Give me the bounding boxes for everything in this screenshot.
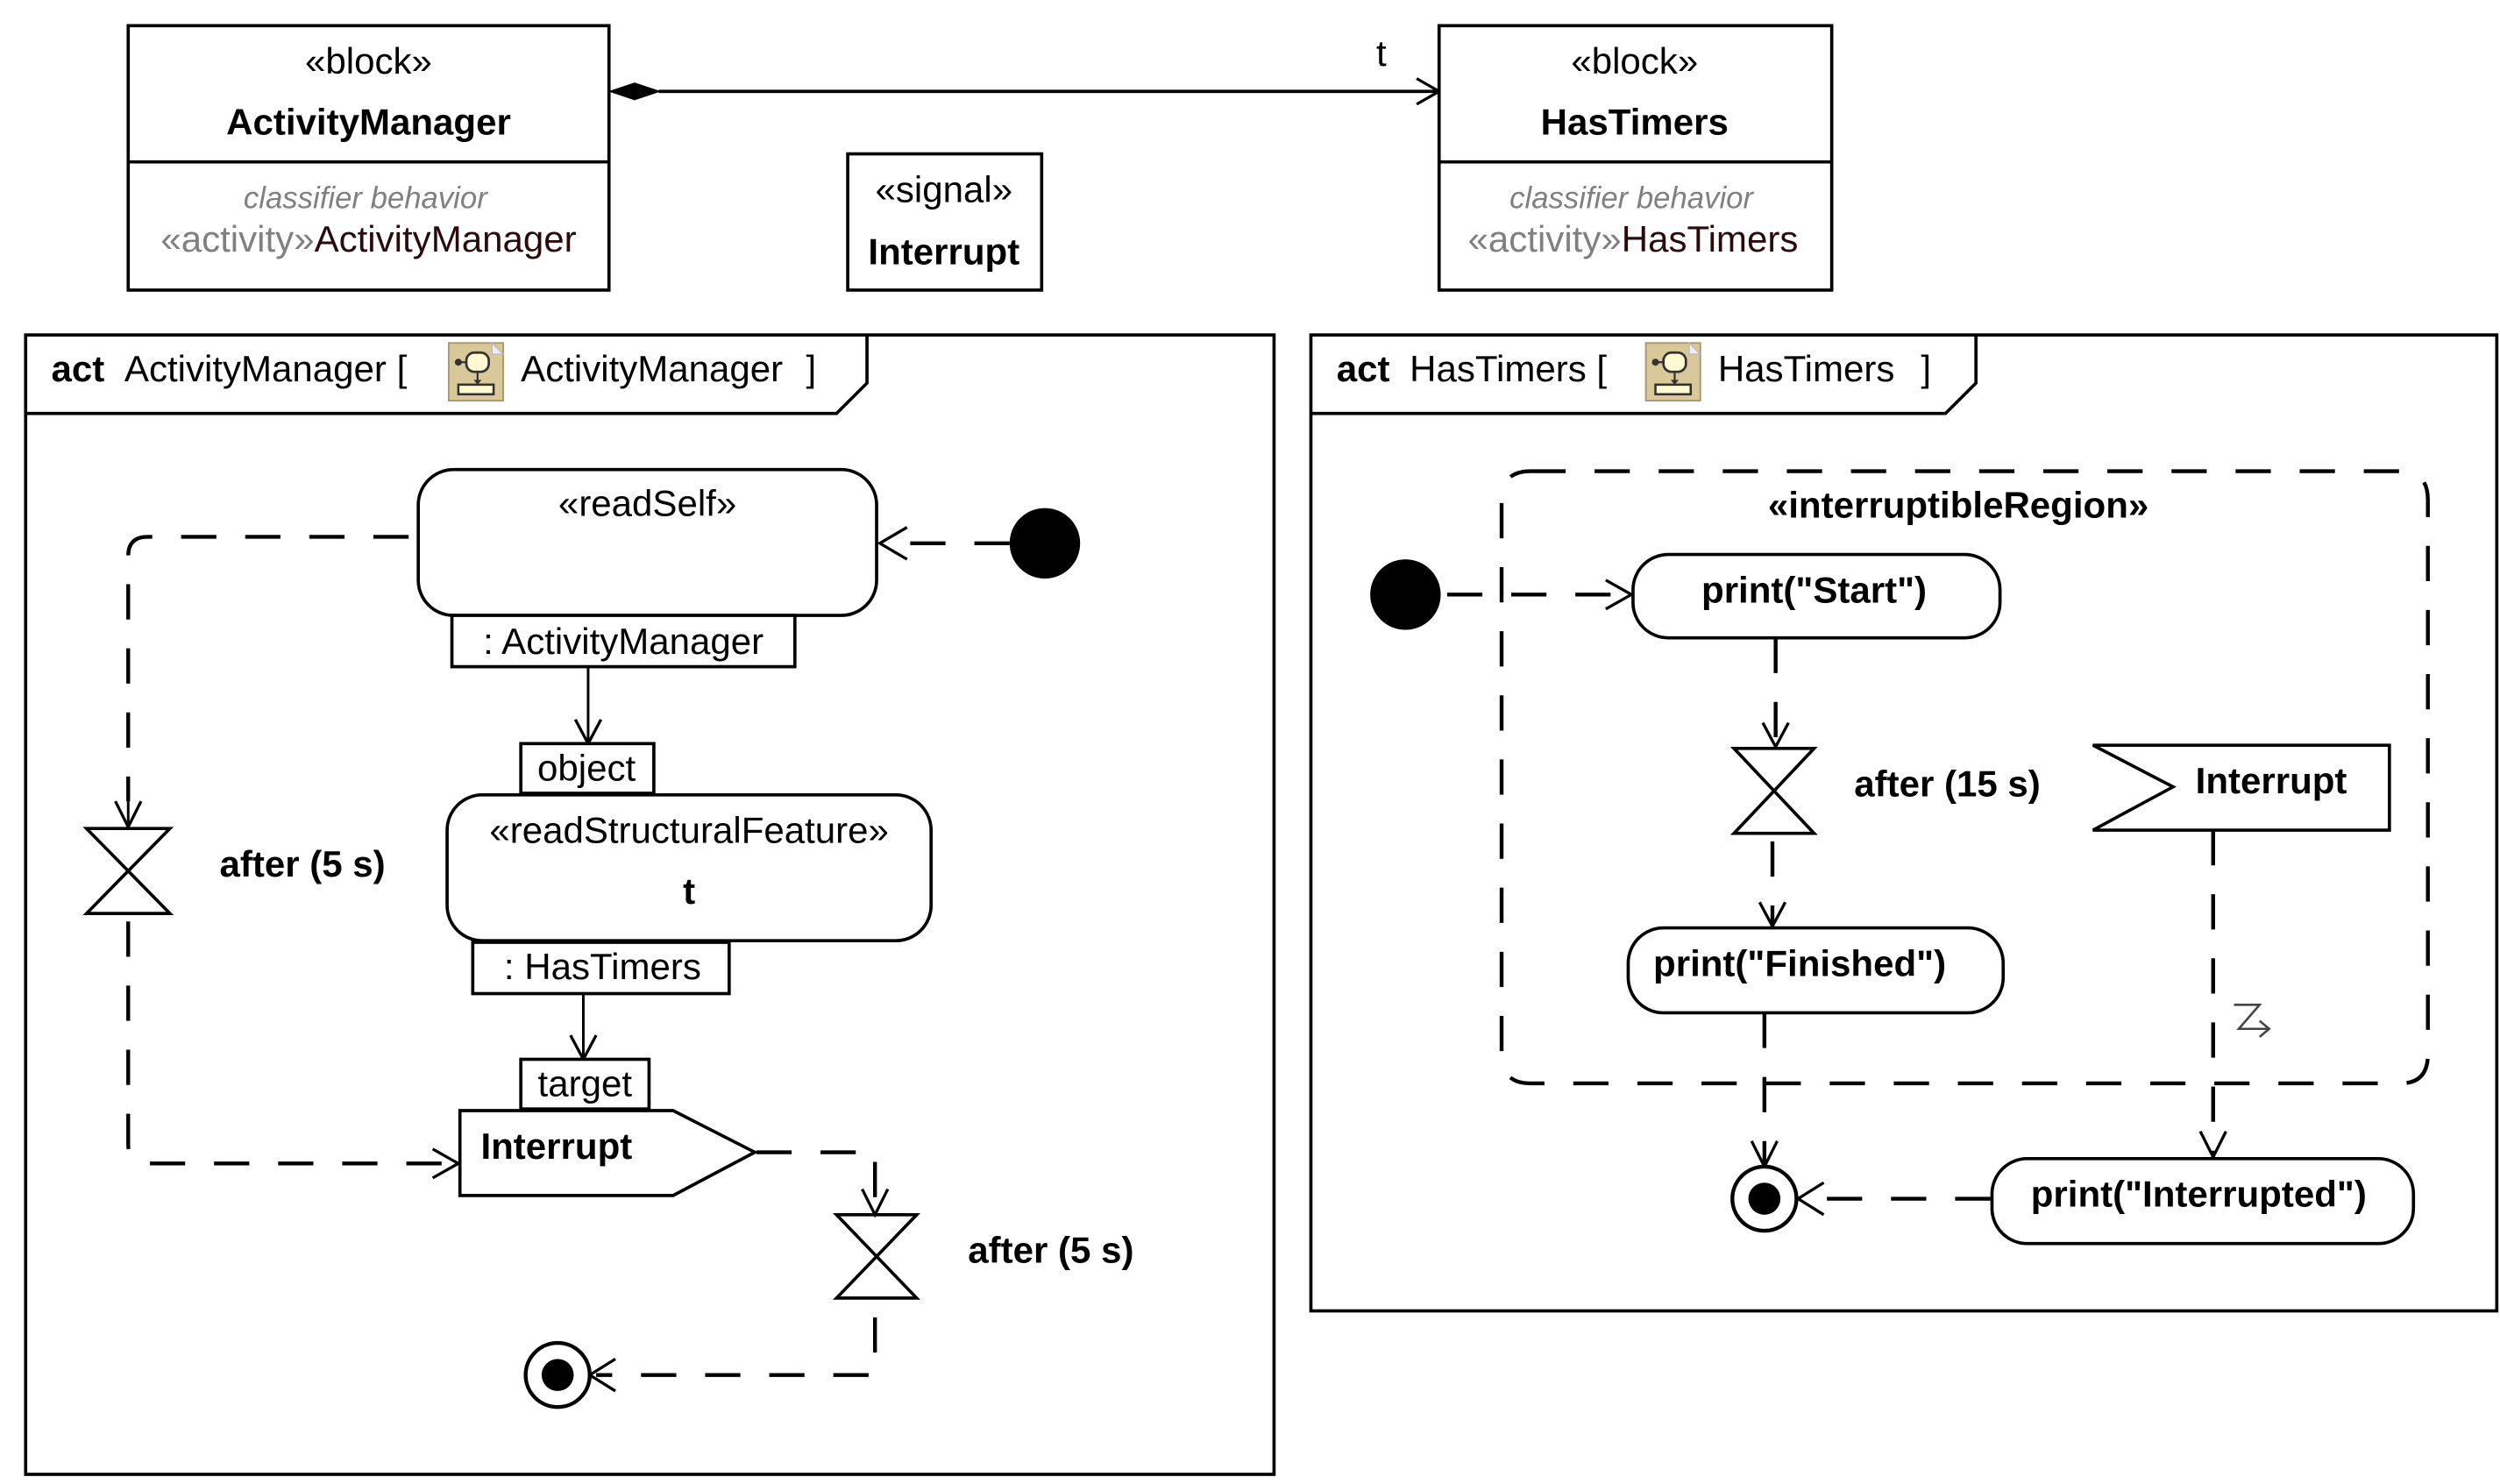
- block-has-timers[interactable]: «block» HasTimers classifier behavior «a…: [1437, 24, 1834, 292]
- composite-diamond-icon: [607, 82, 662, 101]
- signal-box: [846, 152, 1044, 292]
- arrowhead-icon: [1758, 901, 1787, 930]
- signal-stereotype: «signal»: [876, 168, 1013, 209]
- action-box: [1626, 926, 2006, 1015]
- action-label: print("Finished"): [1653, 942, 1946, 983]
- accept-time-event[interactable]: after (15 s): [1729, 746, 2041, 835]
- frame-bracket-content: ActivityManager ]: [521, 348, 816, 389]
- control-flow: [756, 1150, 877, 1213]
- action-read-structural-feature[interactable]: object «readStructuralFeature» t : HasTi…: [445, 742, 934, 996]
- compartment-label: classifier behavior: [244, 182, 488, 216]
- initial-node[interactable]: [1370, 559, 1441, 630]
- send-signal-name: Interrupt: [480, 1125, 632, 1167]
- frame-header: act ActivityManager [: [52, 348, 408, 389]
- action-stereotype: «readSelf»: [558, 483, 736, 524]
- action-print-finished[interactable]: print("Finished"): [1626, 926, 2006, 1015]
- activity-final-node[interactable]: [1730, 1164, 1799, 1233]
- accept-event-label: Interrupt: [2196, 760, 2347, 801]
- activity-frame-has-timers: act HasTimers [ HasTimers ] «interruptib…: [1309, 333, 2499, 1313]
- action-label: print("Start"): [1701, 569, 1927, 610]
- classifier-behavior: «activity»ActivityManager: [160, 218, 576, 259]
- arrowhead-icon: [1795, 1181, 1825, 1217]
- hourglass-icon: [82, 827, 174, 915]
- frame-bracket-content: HasTimers ]: [1718, 348, 1931, 389]
- activity-frame-activity-manager: act ActivityManager [ ActivityManager ] …: [24, 333, 1276, 1476]
- action-print-interrupted[interactable]: print("Interrupted"): [1990, 1157, 2416, 1246]
- frame-bracket-name: ActivityManager: [521, 348, 783, 389]
- action-stereotype: «readStructuralFeature»: [489, 810, 889, 851]
- timer-label: after (5 s): [968, 1230, 1133, 1271]
- frame-bracket-open: [: [1596, 348, 1607, 389]
- association-role-label: t: [1376, 32, 1387, 74]
- classifier-behavior: «activity»HasTimers: [1468, 218, 1799, 259]
- final-node-inner: [541, 1359, 574, 1391]
- action-box: [1990, 1157, 2416, 1246]
- frame-header-tab: [1310, 335, 1978, 415]
- frame-name: ActivityManager: [124, 348, 387, 389]
- block-name: HasTimers: [1541, 102, 1729, 143]
- accept-time-event-1[interactable]: after (5 s): [82, 827, 386, 915]
- output-pin-label: : ActivityManager: [483, 621, 763, 662]
- input-pin: [519, 1057, 651, 1111]
- accept-event-shape: [2092, 743, 2391, 832]
- region-label: «interruptibleRegion»: [1768, 485, 2148, 526]
- frame-bracket-close: ]: [806, 348, 816, 389]
- final-node-inner: [1748, 1182, 1781, 1215]
- block-activity-manager-box: [126, 24, 611, 292]
- activity-icon: [447, 341, 505, 402]
- action-read-self[interactable]: «readSelf» : ActivityManager: [416, 467, 878, 669]
- frame-header: act HasTimers [: [1337, 348, 1608, 389]
- input-pin-label: object: [537, 747, 636, 788]
- behavior-stereotype: «activity»: [1468, 218, 1622, 259]
- action-label: print("Interrupted"): [2031, 1174, 2367, 1215]
- compartment-label: classifier behavior: [1509, 182, 1754, 216]
- frame-keyword: act: [52, 348, 105, 389]
- accept-time-event-2[interactable]: after (5 s): [833, 1212, 1133, 1300]
- control-flow: [596, 1317, 877, 1377]
- output-pin: [471, 941, 731, 996]
- initial-node[interactable]: [1009, 508, 1081, 579]
- block-name: ActivityManager: [226, 102, 511, 143]
- activity-icon: [1644, 341, 1702, 402]
- block-has-timers-box: [1437, 24, 1834, 292]
- hourglass-icon: [1729, 746, 1818, 835]
- send-signal-action-interrupt[interactable]: target Interrupt: [458, 1057, 759, 1197]
- accept-event-action-interrupt[interactable]: Interrupt: [2092, 743, 2391, 832]
- association-composition[interactable]: t: [607, 32, 1443, 106]
- interruptible-region[interactable]: «interruptibleRegion»: [1499, 469, 2430, 1086]
- frame-bracket-name: HasTimers: [1718, 348, 1895, 389]
- control-flow: [126, 535, 409, 802]
- action-box: [1631, 552, 2002, 640]
- action-print-start[interactable]: print("Start"): [1631, 552, 2002, 640]
- frame-name: HasTimers: [1410, 348, 1587, 389]
- behavior-name: ActivityManager: [315, 218, 577, 259]
- frame-bracket-open: [: [397, 348, 408, 389]
- activity-final-node[interactable]: [523, 1340, 592, 1409]
- frame-header-tab: [25, 335, 869, 415]
- input-pin-label: target: [538, 1063, 633, 1104]
- send-signal-shape: [458, 1109, 759, 1197]
- arrowhead-icon: [431, 1147, 462, 1180]
- frame-keyword: act: [1337, 348, 1390, 389]
- behavior-stereotype: «activity»: [160, 218, 314, 259]
- input-pin: [519, 742, 656, 795]
- output-pin: [450, 614, 797, 669]
- region-border: [1499, 469, 2430, 1086]
- frame-bracket-close: ]: [1921, 348, 1931, 389]
- timer-label: after (15 s): [1854, 763, 2041, 805]
- hourglass-icon: [833, 1212, 921, 1300]
- behavior-name: HasTimers: [1622, 218, 1799, 259]
- feature-name: t: [683, 870, 695, 912]
- block-activity-manager[interactable]: «block» ActivityManager classifier behav…: [126, 24, 611, 292]
- timer-label: after (5 s): [219, 843, 385, 884]
- interrupting-edge-icon: [2234, 1004, 2271, 1038]
- signal-interrupt[interactable]: «signal» Interrupt: [846, 152, 1044, 292]
- output-pin-label: : HasTimers: [504, 946, 701, 987]
- block-stereotype: «block»: [1571, 40, 1698, 82]
- signal-name: Interrupt: [868, 231, 1019, 273]
- arrowhead-icon: [877, 526, 908, 561]
- control-flow: [126, 921, 456, 1166]
- block-stereotype: «block»: [305, 40, 432, 82]
